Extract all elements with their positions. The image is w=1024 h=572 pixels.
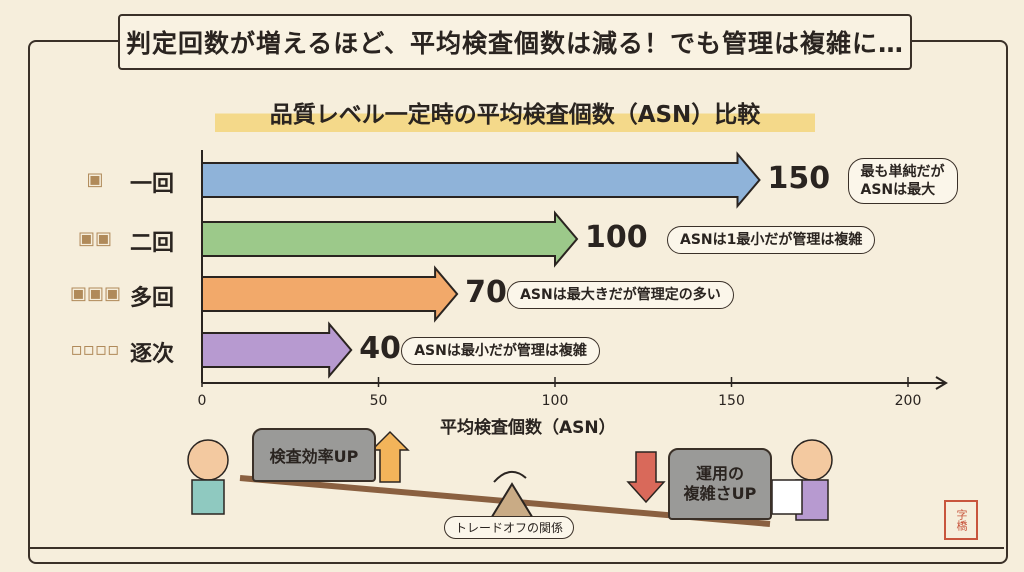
rotate-arrow-icon bbox=[493, 471, 527, 483]
box-icon: ▣ bbox=[86, 169, 104, 190]
artist-seal: 字橋 bbox=[944, 500, 978, 540]
worried-person-icon bbox=[791, 439, 833, 481]
box-icon: ▣▣▣ bbox=[70, 283, 122, 304]
bar-0 bbox=[201, 151, 761, 209]
bar-1 bbox=[201, 210, 579, 268]
value-label: 100 bbox=[585, 220, 648, 255]
annotation-bubble: 最も単純だが ASNは最大 bbox=[847, 158, 958, 204]
annotation-bubble: ASNは最大きだが管理定の多い bbox=[507, 281, 734, 309]
x-tick-label: 50 bbox=[370, 393, 388, 409]
value-label: 40 bbox=[359, 331, 401, 366]
happy-person-body bbox=[191, 479, 225, 515]
value-label: 70 bbox=[465, 275, 507, 310]
annotation-bubble: ASNは1最小だが管理は複雑 bbox=[667, 226, 876, 254]
category-label: 二回 bbox=[130, 231, 175, 256]
x-tick-label: 0 bbox=[198, 393, 207, 409]
box-icon: ▣▣ bbox=[77, 228, 112, 249]
annotation-bubble: ASNは最小だが管理は複雑 bbox=[401, 337, 600, 365]
value-label: 150 bbox=[767, 161, 831, 196]
bar-2 bbox=[201, 265, 459, 323]
category-label: 逐次 bbox=[130, 342, 175, 367]
weight-efficiency: 検査効率UP bbox=[252, 428, 376, 482]
up-arrow-icon bbox=[370, 430, 410, 483]
x-axis-label: 平均検査個数（ASN） bbox=[440, 418, 616, 438]
sequence-icon: ▫▫▫▫ bbox=[70, 339, 120, 360]
down-arrow-icon bbox=[626, 451, 666, 504]
happy-person-icon bbox=[187, 439, 229, 481]
chart-title: 品質レベル一定時の平均検査個数（ASN）比較 bbox=[215, 98, 815, 132]
x-tick-label: 200 bbox=[895, 393, 922, 409]
paper-stack-icon bbox=[771, 479, 803, 515]
category-label: 一回 bbox=[130, 172, 175, 197]
category-label: 多回 bbox=[130, 286, 175, 311]
x-axis-arrow bbox=[935, 376, 948, 390]
weight-complexity: 運用の 複雑さUP bbox=[668, 448, 772, 520]
x-tick-label: 100 bbox=[542, 393, 569, 409]
banner-title: 判定回数が増えるほど、平均検査個数は減る！でも管理は複雑に… bbox=[118, 14, 912, 70]
tradeoff-label: トレードオフの関係 bbox=[444, 516, 575, 539]
bar-3 bbox=[201, 321, 353, 379]
x-tick-label: 150 bbox=[718, 393, 745, 409]
